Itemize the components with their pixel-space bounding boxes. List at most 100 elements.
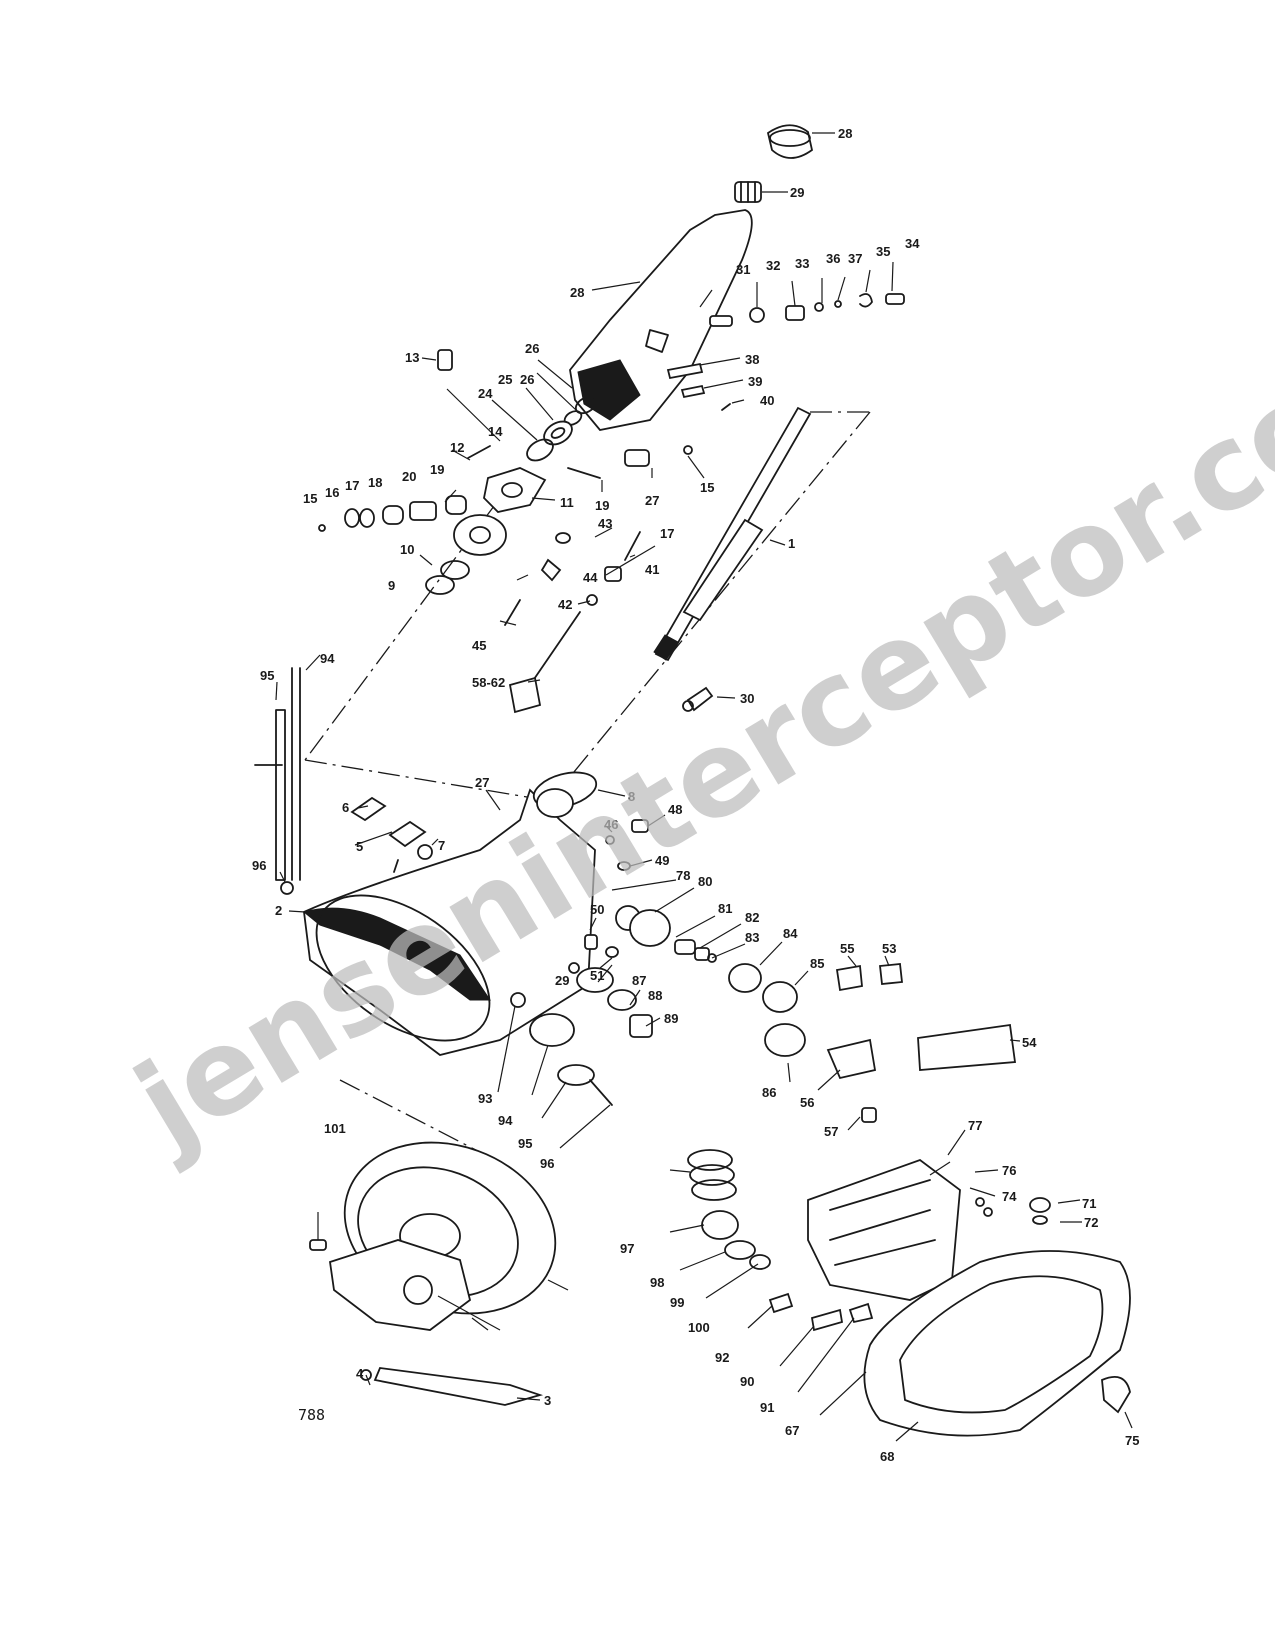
parts-86-89-servo-parts (510, 962, 613, 1106)
part-10-gear (453, 514, 507, 556)
parts-83-85-small (768, 1292, 874, 1332)
parts-39-41-pins (666, 362, 731, 411)
callout-29-lower: 29 (555, 973, 569, 988)
callout-27-upper: 27 (645, 493, 659, 508)
callout-81: 88 (648, 988, 662, 1003)
callout-97: 101 (324, 1121, 346, 1136)
callout-12: 12 (450, 440, 464, 455)
callout-32: 31 (736, 262, 750, 277)
figure-number: 788 (298, 1406, 325, 1424)
part-9-seal-rings (425, 560, 470, 595)
part-27-plug-upper (624, 449, 650, 467)
callout-36: 35 (876, 244, 890, 259)
callout-7: 7 (438, 838, 445, 853)
part-2-transmission-case (302, 788, 596, 1056)
callout-26: 26 (525, 341, 539, 356)
callout-49: 48 (668, 802, 682, 817)
callout-71: 78 (676, 868, 690, 883)
part-30-dust-cover (766, 124, 814, 159)
callout-70: 77 (968, 1118, 982, 1133)
callout-85: 92 (715, 1350, 729, 1365)
callout-22: 19 (595, 498, 609, 513)
callout-66: 72 (1084, 1215, 1098, 1230)
callout-10: 10 (400, 542, 414, 557)
part-43-clip (586, 594, 598, 606)
part-15-ring-right (683, 445, 693, 455)
callout-27-lower: 27 (475, 775, 489, 790)
callout-17-right: 17 (660, 526, 674, 541)
callout-50: 49 (655, 853, 669, 868)
callout-86: 93 (478, 1091, 492, 1106)
callout-5: 5 (356, 839, 363, 854)
callout-76: 84 (783, 926, 798, 941)
part-31-bolt (682, 686, 714, 712)
parts-48-52-small-parts (584, 819, 649, 958)
part-24-bearing (543, 420, 573, 446)
callout-65: 71 (1082, 1196, 1096, 1211)
callout-35: 34 (905, 236, 920, 251)
callout-25: 26 (520, 372, 534, 387)
callout-89: 96 (540, 1156, 554, 1171)
callout-44: 43 (598, 516, 612, 531)
callout-82: 89 (664, 1011, 678, 1026)
part-11-governor-body (483, 467, 547, 513)
parts-32-38-valve-parts (709, 293, 905, 327)
callout-19: 19 (430, 462, 444, 477)
parts-94-96-rods (254, 667, 301, 895)
callout-73: 81 (718, 901, 732, 916)
callout-53: 53 (882, 941, 896, 956)
callout-56: 56 (800, 1095, 814, 1110)
callout-87: 94 (498, 1113, 513, 1128)
part-101-bolt (309, 1239, 327, 1251)
callout-8: 8 (628, 789, 635, 804)
parts-90-93-spring-valve (687, 1149, 771, 1270)
callout-16: 16 (325, 485, 339, 500)
callout-13: 13 (405, 350, 419, 365)
part-17-pin-right (624, 531, 641, 561)
part-28-extension-housing (569, 209, 753, 431)
callout-67-lower: 75 (1125, 1433, 1139, 1448)
callout-4: 4 (356, 1366, 364, 1381)
callout-92: 99 (670, 1295, 684, 1310)
callout-67-upper: 74 (1002, 1189, 1017, 1204)
callout-74: 82 (745, 910, 759, 925)
part-46-pin (504, 599, 521, 626)
callout-94: 94 (320, 651, 335, 666)
callout-6: 6 (342, 800, 349, 815)
callout-30: 28 (838, 126, 852, 141)
callout-80: 87 (632, 973, 646, 988)
part-13-bolt (437, 349, 453, 371)
callout-91: 98 (650, 1275, 664, 1290)
callout-9: 9 (388, 578, 395, 593)
part-29-bush (734, 181, 762, 203)
callout-18: 18 (368, 475, 382, 490)
callout-58-62: 58-62 (472, 675, 505, 690)
callout-77: 85 (810, 956, 824, 971)
callout-43: 42 (558, 597, 572, 612)
callout-3: 3 (544, 1393, 551, 1408)
callout-88: 95 (518, 1136, 532, 1151)
callout-93: 100 (688, 1320, 710, 1335)
parts-3-4-cover (360, 1367, 544, 1406)
callout-96: 96 (252, 858, 266, 873)
callout-68: 76 (1002, 1163, 1016, 1178)
callout-24: 25 (498, 372, 512, 387)
callout-14: 14 (488, 424, 503, 439)
part-45-lever (540, 558, 562, 582)
callout-40: 39 (748, 374, 762, 389)
parts-71-78-servo (615, 905, 806, 1057)
callout-39: 38 (745, 352, 759, 367)
part-70-valve-body (807, 1158, 961, 1301)
parts-63-64-oil-pan (863, 1250, 1131, 1437)
callout-72: 80 (698, 874, 712, 889)
part-99-drive-plate (329, 1239, 472, 1331)
callout-28: 28 (570, 285, 584, 300)
callout-52: 51 (590, 968, 604, 983)
callout-37: 36 (826, 251, 840, 266)
callout-54: 54 (1022, 1035, 1037, 1050)
callout-90: 97 (620, 1241, 634, 1256)
callout-15-right: 15 (700, 480, 714, 495)
parts-65-67-plugs (975, 1197, 1131, 1414)
parts-53-57-band-strut (826, 963, 1017, 1123)
